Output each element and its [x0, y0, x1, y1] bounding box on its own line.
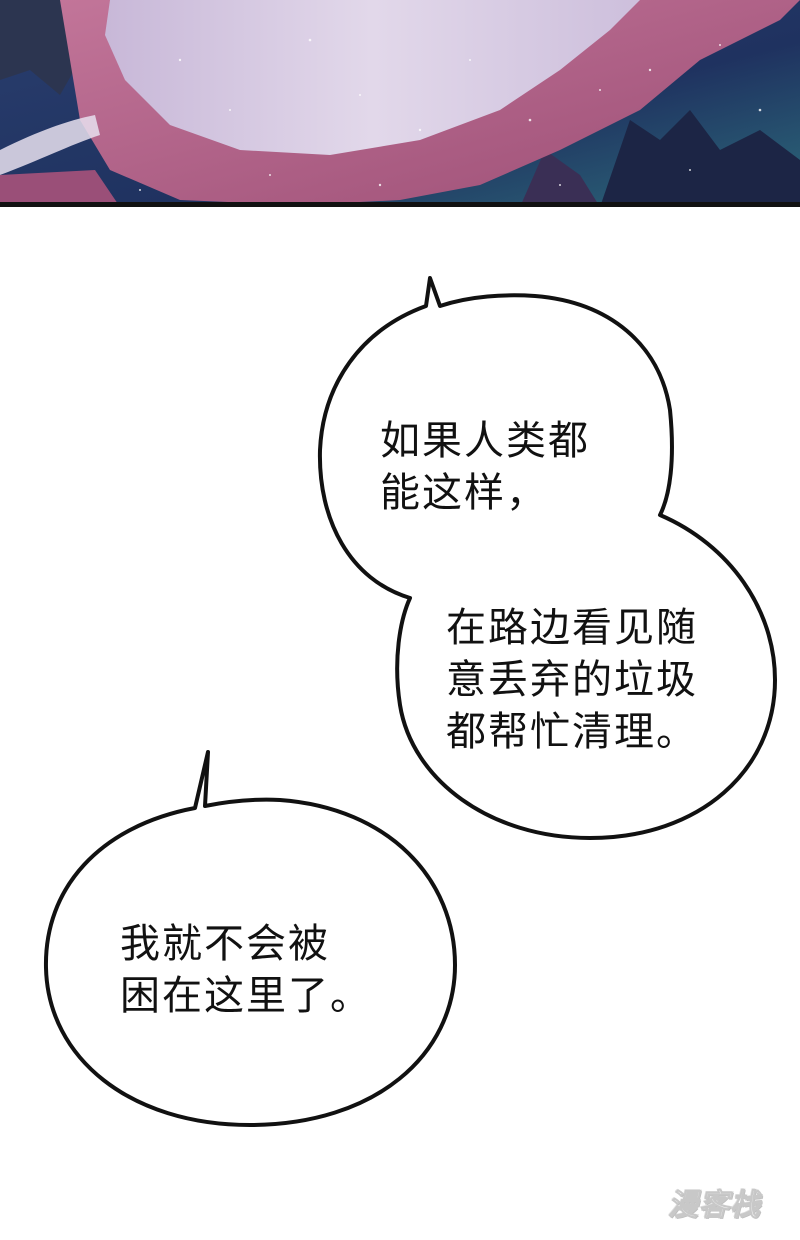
- speech-bubble-upper: [317, 276, 777, 840]
- speech-text-lower: 我就不会被 困在这里了。: [120, 921, 372, 1019]
- watermark-logo: 漫客栈: [668, 1188, 761, 1224]
- speech-bubble-lower: [43, 750, 457, 1127]
- star-sparkles: [139, 38, 762, 191]
- rock-silhouette-right: [600, 110, 800, 207]
- speech-text-upper-top: 如果人类都 能这样，: [380, 418, 590, 516]
- rock-silhouette-center: [520, 150, 600, 207]
- rock-silhouette-left: [0, 0, 80, 95]
- speech-text-upper-bottom: 在路边看见随 意丢弃的垃圾 都帮忙清理。: [446, 605, 698, 755]
- cloth-highlight: [0, 115, 100, 175]
- comic-panel-illustration: [0, 0, 800, 207]
- panel-border: [0, 202, 800, 207]
- panel-artwork: [0, 0, 800, 207]
- pale-cloth-shape: [105, 0, 640, 155]
- pink-fold-left: [0, 170, 120, 207]
